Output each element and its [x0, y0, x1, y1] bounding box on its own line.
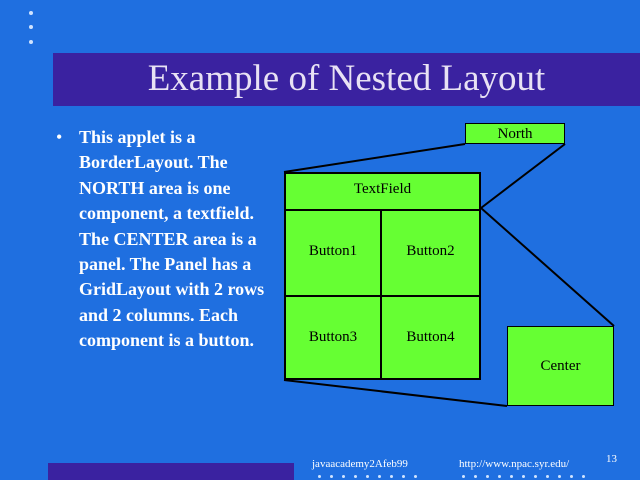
page-number: 13: [606, 453, 617, 465]
center-connector-line-top: [480, 207, 615, 327]
title-bar: Example of Nested Layout: [53, 53, 640, 106]
textfield-label: TextField: [353, 181, 412, 197]
button1-label: Button1: [308, 243, 358, 259]
button2-label: Button2: [406, 243, 455, 259]
center-label: Center: [540, 358, 581, 374]
center-box: Center: [507, 326, 614, 406]
slide-title: Example of Nested Layout: [147, 58, 546, 99]
bullet-text: This applet is a BorderLayout. The NORTH…: [79, 127, 265, 351]
center-connector-line-bottom: [283, 379, 508, 407]
bullet-icon: •: [56, 127, 63, 147]
textfield-divider: [286, 209, 479, 211]
nested-panel: TextField Button1 Button2 Button3 Button…: [284, 172, 481, 380]
footer-bar: [48, 463, 294, 480]
north-connector-line-left: [283, 143, 466, 173]
button4-label: Button4: [406, 329, 455, 345]
footer-left-text: javaacademy2Afeb99: [312, 458, 408, 470]
button3-label: Button3: [308, 329, 358, 345]
north-connector-line-right: [480, 143, 566, 209]
footer-url: http://www.npac.syr.edu/: [459, 458, 570, 470]
north-box: North: [465, 123, 565, 144]
column-divider: [380, 210, 382, 378]
row-divider: [286, 295, 479, 297]
